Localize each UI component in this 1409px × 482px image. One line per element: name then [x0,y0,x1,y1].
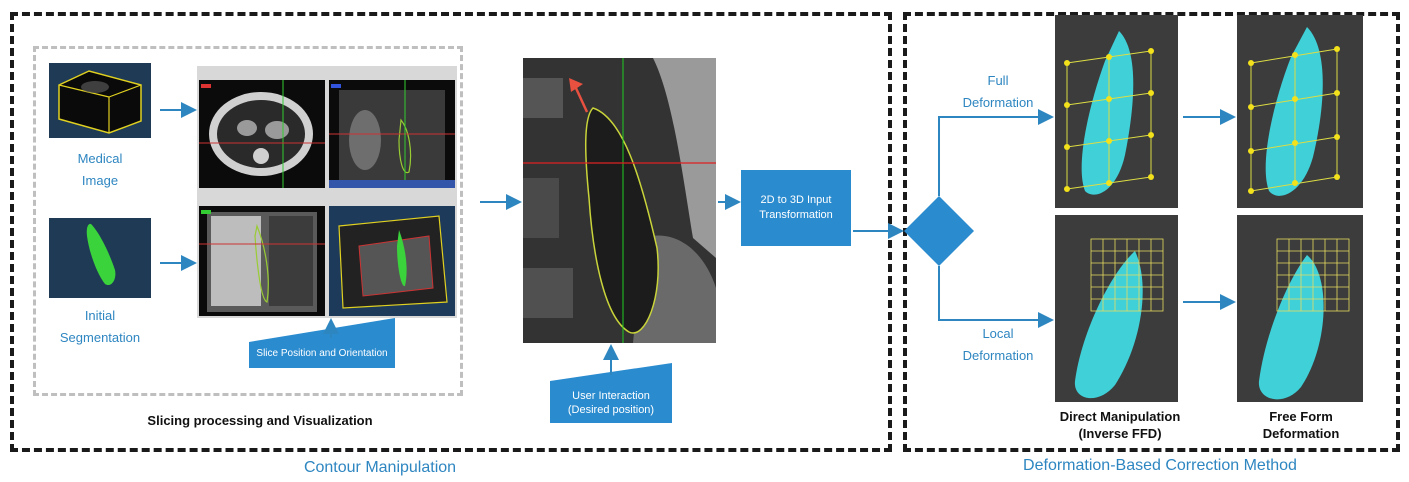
coronal-slice-view [329,80,455,188]
local-deformation-after-image [1237,215,1363,402]
full-deformation-label: Full Deformation [962,73,1034,110]
direct-manipulation-caption: Direct Manipulation (Inverse FFD) [1059,409,1181,441]
deformation-method-title: Deformation-Based Correction Method [1023,457,1297,474]
initial-segmentation-thumbnail [49,218,151,298]
initial-segmentation-label: Initial Segmentation [59,308,141,345]
slicing-visualization-caption: Slicing processing and Visualization [147,413,373,428]
local-deformation-before-image [1055,215,1178,402]
viewer-blue-marker [331,84,341,88]
contour-manipulation-title: Contour Manipulation [303,459,457,476]
contour-edit-image [523,58,716,343]
user-interaction-box: User Interaction (Desired position) [550,363,672,423]
medical-image-label: Medical Image [77,151,123,188]
sagittal-slice-view [199,206,325,316]
viewer-red-marker [201,84,211,88]
full-deformation-before-image [1055,15,1178,208]
viewer-green-marker [201,210,211,214]
volume-3d-view [329,206,455,316]
slice-viewer-grid [197,66,457,318]
deformation-decision-diamond [904,196,974,266]
slice-position-box: Slice Position and Orientation [249,318,395,368]
medical-image-thumbnail [49,63,151,138]
input-transformation-box: 2D to 3D Input Transformation [741,170,851,246]
slicing-visualization-frame [33,46,463,396]
free-form-deformation-caption: Free Form Deformation [1262,409,1340,441]
local-deformation-label: Local Deformation [962,326,1034,363]
axial-slice-view [199,80,325,188]
full-deformation-after-image [1237,15,1363,208]
